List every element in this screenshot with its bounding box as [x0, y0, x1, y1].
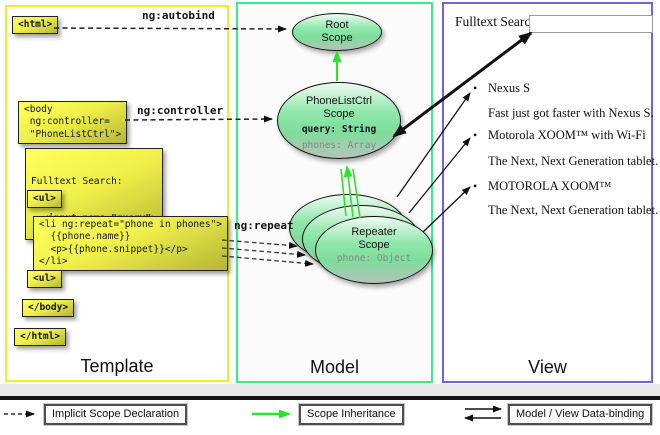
scope-prop-query: query: String [301, 124, 377, 136]
code-box-li-repeat: <li ng:repeat="phone in phones"> {{phone… [33, 216, 229, 272]
code-box-html-close: </html> [14, 328, 67, 347]
ng-repeat-label: ng:repeat [234, 219, 294, 232]
view-search-label: Fulltext Search: [455, 14, 541, 29]
view-column-label: View [528, 357, 567, 377]
ng-autobind-label: ng:autobind [142, 9, 215, 22]
view-item-desc: Fast just got faster with Nexus S. [488, 106, 654, 120]
repeater-scope-title: Repeater Scope [351, 226, 397, 251]
code-box-html-open: <html> [12, 16, 59, 35]
phonelistctrl-scope-title: PhoneListCtrl Scope [305, 95, 373, 120]
code-box-body-close: </body> [22, 299, 75, 318]
legend-scope-inheritance: Scope Inheritance [299, 404, 404, 425]
ng-controller-label: ng:controller [137, 104, 224, 117]
legend-model-view-data-binding: Model / View Data-binding [508, 404, 653, 425]
legend-divider-rule [0, 396, 660, 400]
code-fulltext-label-line: Fulltext Search: [31, 175, 123, 187]
template-column-label: Template [80, 356, 154, 376]
view-item-title: •MOTOROLA XOOM™ [473, 179, 612, 193]
code-box-ul-open: <ul> [27, 190, 62, 209]
view-item-title: •Motorola XOOM™ with Wi-Fi [473, 128, 646, 142]
root-scope-ellipse: Root Scope [292, 13, 382, 51]
model-column-label: Model [309, 357, 360, 377]
view-item-desc: The Next, Next Generation tablet. [488, 154, 659, 168]
legend-implicit-scope-declaration: Implicit Scope Declaration [44, 404, 188, 425]
bullet-icon: • [473, 179, 478, 193]
bullet-icon: • [473, 81, 478, 95]
view-item-title: •Nexus S [473, 81, 531, 95]
scope-prop-phones: phones: Array [301, 140, 377, 152]
scope-prop-phone: phone: Object [336, 253, 412, 265]
view-item-desc: The Next, Next Generation tablet. [488, 203, 659, 217]
repeater-scope-ellipse: Repeater Scope phone: Object [315, 216, 433, 284]
code-box-body-open: <body ng:controller= "PhoneListCtrl"> [18, 101, 128, 145]
root-scope-title: Root Scope [321, 19, 353, 44]
fulltext-search-input[interactable] [529, 15, 653, 33]
page-bottom-band [0, 384, 660, 396]
model-column: Model [236, 2, 433, 383]
phonelistctrl-scope-ellipse: PhoneListCtrl Scope query: String phones… [277, 82, 401, 159]
bullet-icon: • [473, 128, 478, 142]
code-box-ul-close: <ul> [27, 270, 62, 289]
